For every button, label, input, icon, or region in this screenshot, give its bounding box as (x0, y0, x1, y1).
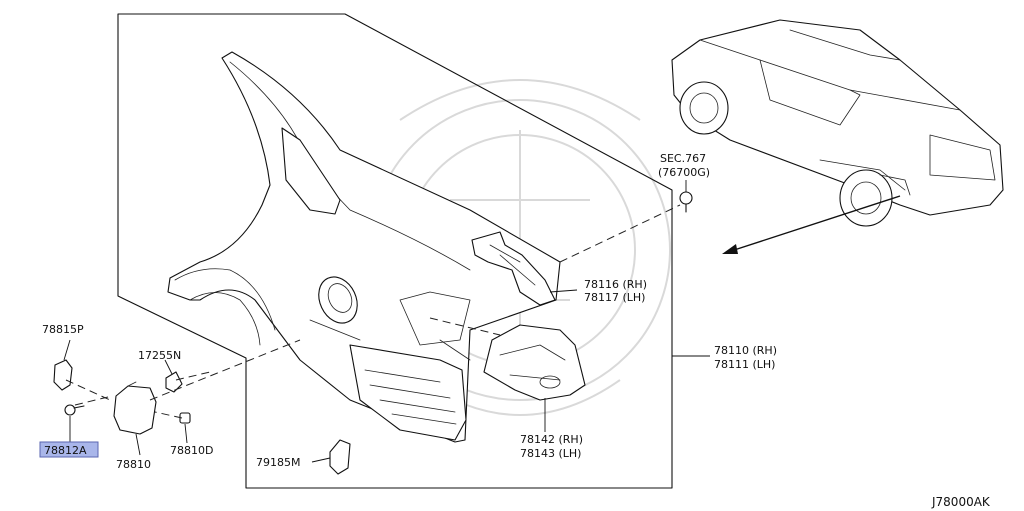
hinge-78815P (53, 359, 73, 391)
assembly-frame (117, 13, 673, 489)
dash-line-2 (74, 395, 113, 406)
label-sec-767: SEC.767 (660, 152, 706, 165)
bracket-79185M (329, 439, 351, 475)
label-78111: 78111 (LH) (714, 358, 775, 371)
rear-bracket-78116 (471, 231, 556, 306)
label-78812A[interactable]: 78812A (44, 444, 87, 457)
wheelhouse-inner-78142 (483, 324, 586, 401)
leader-lines (63, 180, 710, 463)
dash-line-6 (175, 371, 211, 381)
clip-sec767 (679, 191, 693, 213)
label-78142: 78142 (RH) (520, 433, 583, 446)
dash-line-3 (65, 379, 111, 401)
seal-17255N (165, 371, 183, 393)
label-78110: 78110 (RH) (714, 344, 777, 357)
locator-arrow-line (727, 195, 901, 253)
label-79185M: 79185M (256, 456, 300, 469)
fuel-lid-78810 (113, 381, 157, 435)
label-78143: 78143 (LH) (520, 447, 581, 460)
label-78815P: 78815P (42, 323, 84, 336)
dash-line-1 (149, 339, 301, 401)
dash-line-5 (559, 204, 681, 263)
dash-line-7 (154, 411, 183, 419)
label-78810: 78810 (116, 458, 151, 471)
locator-arrowhead (722, 244, 738, 254)
vehicle-overview-sketch (671, 19, 1004, 227)
label-78116: 78116 (RH) (584, 278, 647, 291)
label-sec-767-code: (76700G) (658, 166, 710, 179)
diagram-code: J78000AK (931, 495, 991, 509)
label-78810D: 78810D (170, 444, 213, 457)
screw-78812A (64, 404, 85, 416)
rear-fender-panel (167, 51, 561, 443)
label-78117: 78117 (LH) (584, 291, 645, 304)
label-17255N: 17255N (138, 349, 181, 362)
label-78812A-highlight (39, 441, 99, 458)
